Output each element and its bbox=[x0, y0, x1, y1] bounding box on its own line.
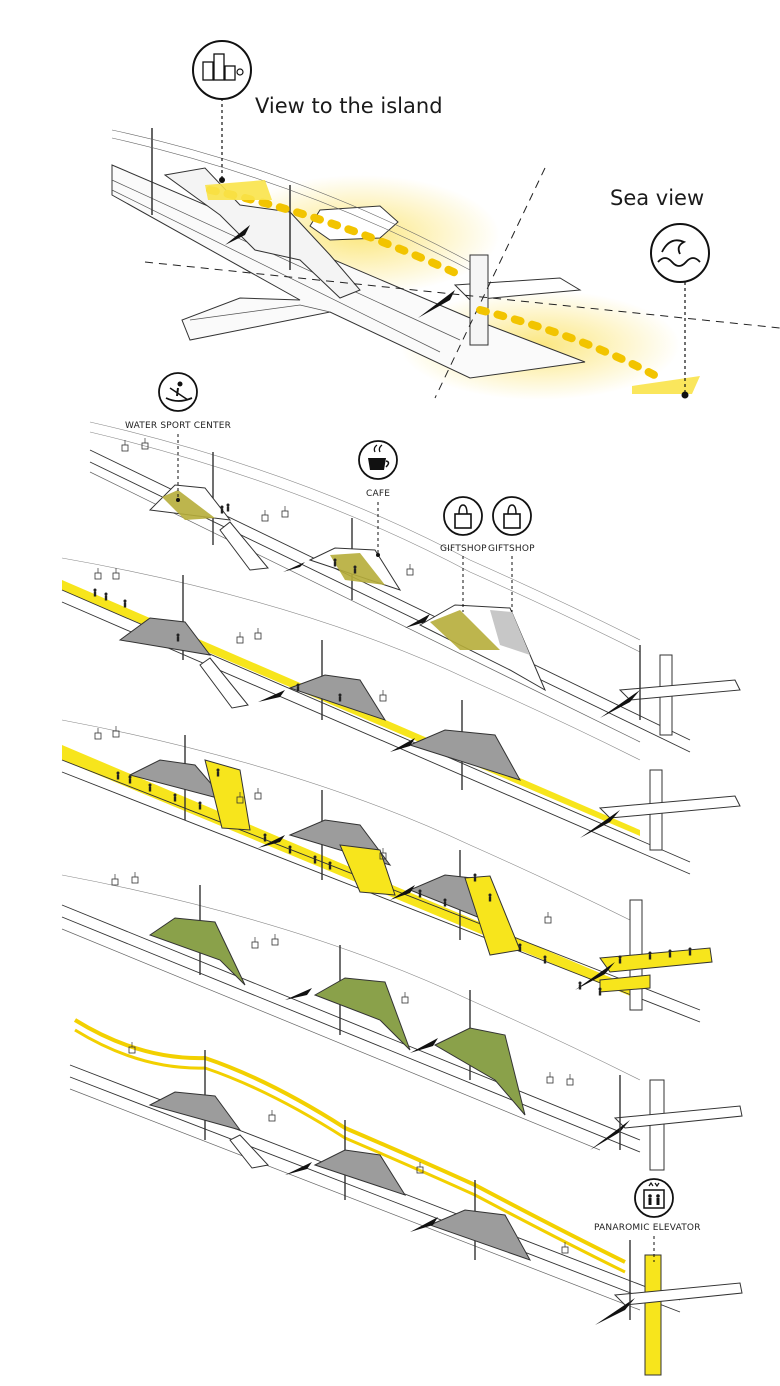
sight-line bbox=[144, 261, 780, 329]
sea-view-path bbox=[476, 306, 664, 382]
tower bbox=[469, 254, 489, 346]
deck-yellow bbox=[599, 947, 713, 973]
giftshop-roof bbox=[430, 610, 500, 650]
cable bbox=[111, 137, 471, 271]
elevator-icon bbox=[634, 1178, 674, 1218]
island-platform bbox=[309, 205, 399, 241]
shadow-wedge bbox=[418, 290, 455, 318]
island-view-path bbox=[206, 186, 464, 279]
green-roof bbox=[313, 977, 411, 1051]
elevator-label: PANAROMIC ELEVATOR bbox=[594, 1223, 701, 1233]
coffee-cup-icon bbox=[358, 440, 398, 480]
water-sport-label: WATER SPORT CENTER bbox=[125, 421, 231, 431]
tier-walkway bbox=[61, 557, 741, 875]
tier-green-roofs bbox=[61, 871, 743, 1171]
sea-view-marker bbox=[632, 376, 700, 394]
walkway-yellow bbox=[62, 745, 640, 1000]
shopping-bag-icon bbox=[443, 496, 483, 536]
island-view-label: View to the island bbox=[255, 94, 443, 118]
water-sport-roof bbox=[162, 490, 215, 520]
sight-line bbox=[434, 167, 546, 399]
shopping-bag-icon bbox=[492, 496, 532, 536]
city-buildings-icon bbox=[192, 40, 252, 100]
tier-elevator bbox=[69, 1018, 743, 1376]
cafe-roof bbox=[330, 553, 385, 585]
tier-crowded bbox=[61, 719, 713, 1023]
site-view-section: View to the island Sea view bbox=[111, 40, 780, 400]
ramp-yellow bbox=[339, 844, 396, 896]
island-view-marker bbox=[205, 180, 272, 200]
giftshop-label-2: GIFTSHOP bbox=[488, 544, 535, 554]
wave-icon bbox=[650, 223, 710, 283]
green-roof bbox=[433, 1027, 526, 1116]
tier-amenities bbox=[89, 421, 741, 753]
cable bbox=[111, 129, 471, 263]
green-roof bbox=[148, 917, 246, 986]
panoramic-elevator-shaft bbox=[644, 1254, 662, 1376]
giftshop-label-1: GIFTSHOP bbox=[440, 544, 487, 554]
shadow-wedge bbox=[225, 225, 250, 245]
kayak-icon bbox=[158, 372, 198, 412]
sea-view-label: Sea view bbox=[610, 186, 704, 210]
pier-lines bbox=[111, 179, 461, 353]
cafe-label: CAFE bbox=[366, 489, 390, 499]
ramp-yellow bbox=[204, 759, 251, 831]
